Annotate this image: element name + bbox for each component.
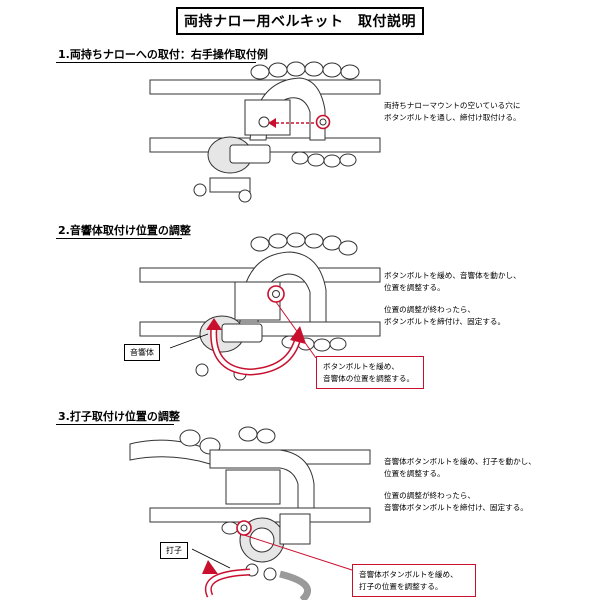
section-2-rule	[56, 238, 182, 239]
description-line: 音響体ボタンボルトを締付け、固定する。	[384, 503, 528, 513]
description-line: 音響体ボタンボルトを緩め、打子を動かし、	[384, 457, 536, 466]
description-line: 位置の調整が終わったら、	[384, 304, 476, 314]
section-3-heading: 3.打子取付け位置の調整	[58, 410, 180, 423]
description-line: ボタンボルトを通し、締付け取付ける。	[384, 113, 521, 123]
callout-line: 音響体の位置を調整する。	[323, 373, 415, 383]
description-line: 両持ちナローマウントの空いている穴に	[384, 101, 521, 110]
section-2-heading: 2.音響体取付け位置の調整	[58, 224, 191, 237]
section-3-rule	[56, 424, 174, 425]
description-line: 位置を調整する。	[384, 283, 445, 293]
sound-body-label: 音響体	[124, 344, 160, 361]
section-1-rule	[56, 62, 256, 63]
section-3-illustration	[129, 426, 371, 600]
section-2-callout: ボタンボルトを緩め、 音響体の位置を調整する。	[316, 356, 424, 389]
section-1-heading: 1.両持ちナローへの取付：右手操作取付例	[58, 48, 268, 61]
section-1-illustration	[149, 61, 381, 203]
description-line: ボタンボルトを緩め、音響体を動かし、	[384, 271, 521, 280]
callout-line: 音響体ボタンボルトを緩め、	[359, 570, 458, 579]
page-title: 両持ナロー用ベルキット 取付説明	[176, 7, 424, 35]
description-line: ボタンボルトを締付け、固定する。	[384, 317, 506, 327]
striker-label: 打子	[160, 542, 188, 559]
description-line: 位置の調整が終わったら、	[384, 490, 476, 500]
section-1-description: 両持ちナローマウントの空いている穴に ボタンボルトを通し、締付け取付ける。	[384, 100, 521, 125]
section-2-description: ボタンボルトを緩め、音響体を動かし、 位置を調整する。 位置の調整が終わったら、…	[384, 270, 521, 329]
description-line: 位置を調整する。	[384, 469, 445, 479]
section-3-description: 音響体ボタンボルトを緩め、打子を動かし、 位置を調整する。 位置の調整が終わった…	[384, 456, 536, 515]
callout-line: 打子の位置を調整する。	[359, 581, 443, 591]
callout-line: ボタンボルトを緩め、	[323, 362, 399, 371]
section-3-callout: 音響体ボタンボルトを緩め、 打子の位置を調整する。	[352, 564, 476, 597]
section-2-illustration	[139, 232, 381, 381]
